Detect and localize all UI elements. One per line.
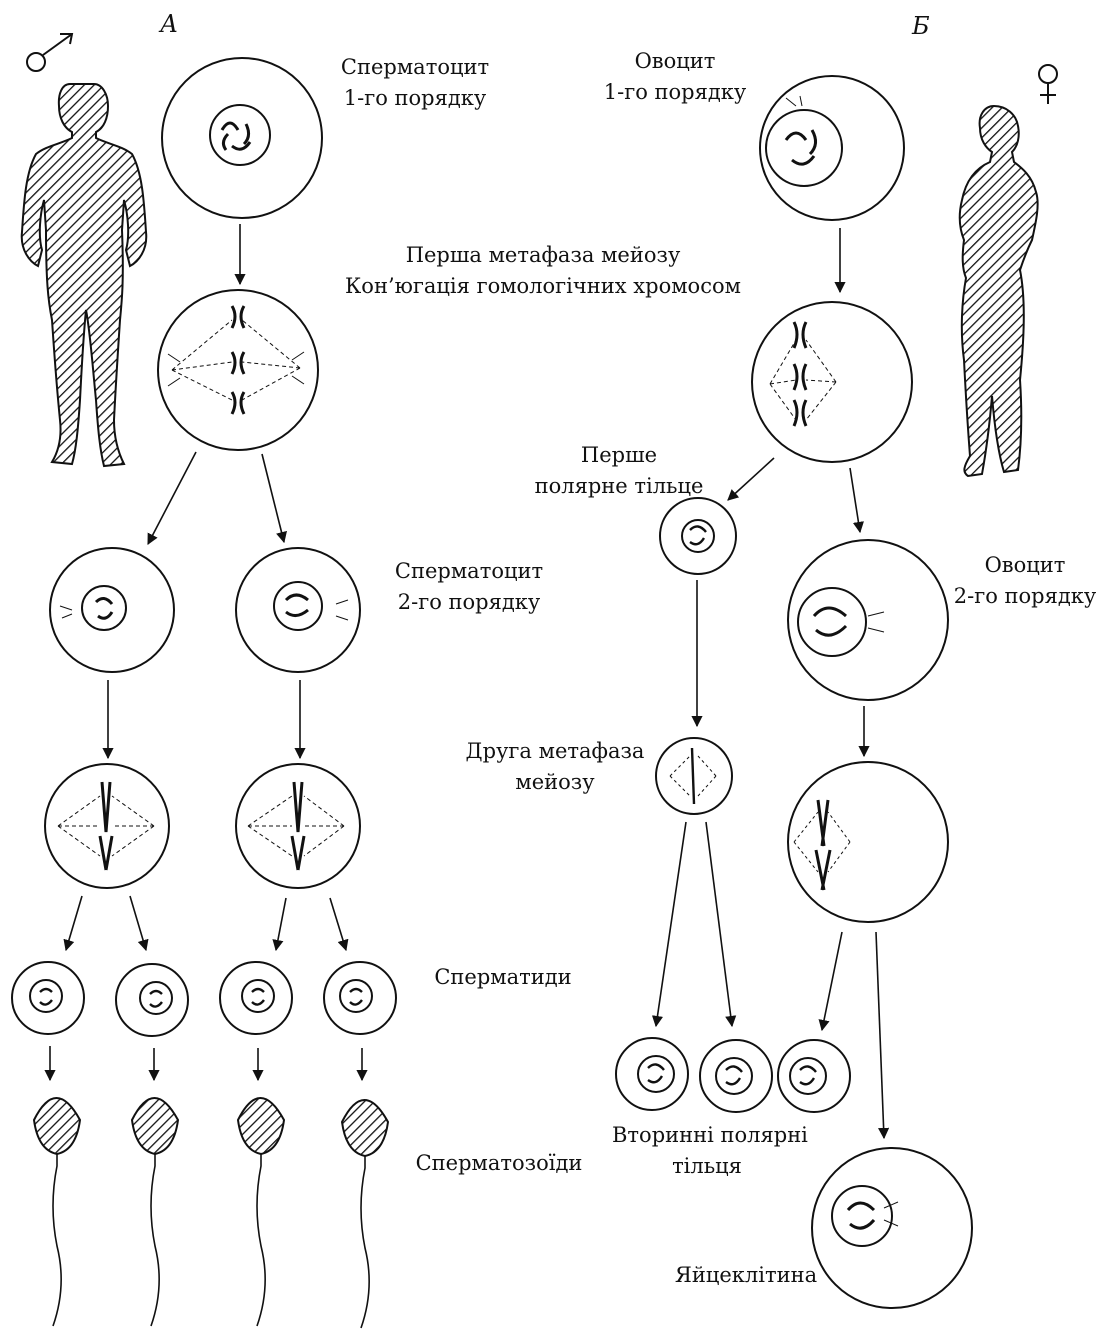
label-line: 2-го порядку (384, 587, 554, 618)
label-line: 1-го порядку (330, 83, 500, 114)
spermatocyte-1-cell (162, 58, 322, 218)
label-line: Овоцит (600, 46, 750, 77)
spermatocyte-2-cell-left (50, 548, 174, 672)
first-polar-body-cell (660, 498, 736, 574)
metaphase-2-male-cell-left (45, 764, 169, 888)
female-silhouette (960, 106, 1038, 476)
label-spermatocyte-2: Сперматоцит 2-го порядку (384, 556, 554, 618)
panel-label-female: Б (912, 12, 930, 40)
label-metaphase-1: Перша метафаза мейозу Кон’югація гомолог… (328, 240, 758, 302)
metaphase-2-polar-body-cell (656, 738, 732, 814)
label-line: Кон’югація гомологічних хромосом (328, 271, 758, 302)
label-line: Сперматоцит (330, 52, 500, 83)
label-spermatozoa: Сперматозоїди (404, 1148, 594, 1179)
arrows (50, 224, 884, 1138)
label-line: мейозу (460, 767, 650, 798)
label-line: полярне тільце (534, 471, 704, 502)
female-sign-icon (1039, 65, 1057, 104)
secondary-polar-body-cells (616, 1038, 850, 1112)
label-oocyte-1: Овоцит 1-го порядку (600, 46, 750, 108)
label-line: Друга метафаза (460, 736, 650, 767)
egg-cell (812, 1148, 972, 1308)
label-line: Перше (534, 440, 704, 471)
label-egg: Яйцеклітина (666, 1260, 826, 1291)
metaphase-2-oocyte-cell (788, 762, 948, 922)
label-line: Сперматоцит (384, 556, 554, 587)
oocyte-1-cell (760, 76, 904, 220)
male-silhouette (22, 84, 147, 466)
label-spermatids: Сперматиди (428, 962, 578, 993)
label-line: 2-го порядку (950, 581, 1100, 612)
label-metaphase-2: Друга метафаза мейозу (460, 736, 650, 798)
label-spermatocyte-1: Сперматоцит 1-го порядку (330, 52, 500, 114)
label-secondary-polar-bodies: Вторинні полярні тільця (612, 1120, 802, 1182)
label-line: тільця (612, 1151, 802, 1182)
label-oocyte-2: Овоцит 2-го порядку (950, 550, 1100, 612)
label-first-polar-body: Перше полярне тільце (534, 440, 704, 502)
metaphase-2-male-cell-right (236, 764, 360, 888)
metaphase-1-male-cell (158, 290, 318, 450)
spermatid-cells (12, 962, 396, 1036)
panel-label-male: А (160, 10, 178, 38)
label-line: 1-го порядку (600, 77, 750, 108)
male-sign-icon (27, 34, 72, 71)
spermatozoon-cells (34, 1098, 388, 1328)
label-line: Овоцит (950, 550, 1100, 581)
spermatocyte-2-cell-right (236, 548, 360, 672)
oocyte-2-cell (788, 540, 948, 700)
metaphase-1-female-cell (752, 302, 912, 462)
label-line: Вторинні полярні (612, 1120, 802, 1151)
label-line: Перша метафаза мейозу (328, 240, 758, 271)
